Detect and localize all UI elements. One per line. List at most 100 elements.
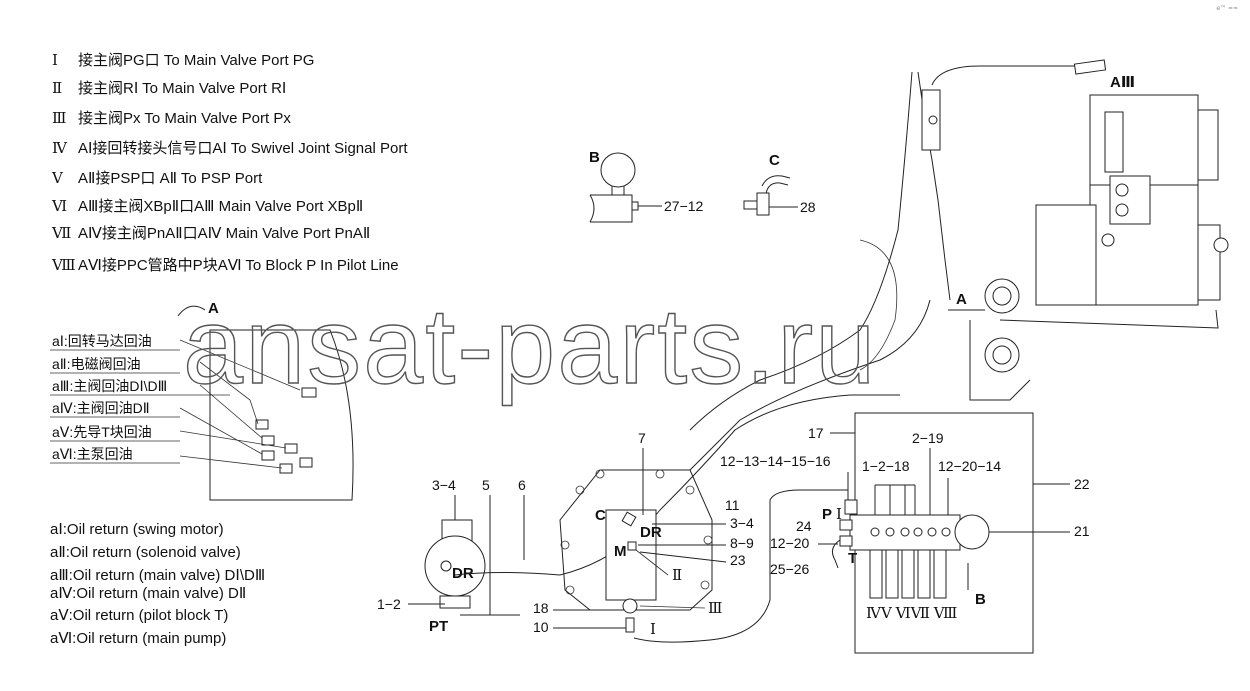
flange-bolt [595,469,605,479]
tank-fittings [255,387,317,474]
corner-logo: e™ ≈≈ [1216,5,1238,12]
flange-bolt [655,469,665,479]
accumulator [954,514,990,550]
manifold-port [913,527,923,537]
fitting [284,443,298,454]
callout-23: 23 [730,552,746,568]
valve-plug [1115,183,1129,197]
callout-28: 28 [800,199,816,215]
return-label-3: aⅢ:Oil return (main valve) DⅠ\DⅢ [50,567,265,584]
gauge-stem [611,186,625,195]
port-text: 接主阀RⅠ To Main Valve Port RⅠ [78,80,286,97]
callout-11: 11 [725,497,740,513]
pump-base [439,595,471,609]
gauge-shape [600,152,636,188]
flange-bolt [700,580,710,590]
motor-port [622,598,638,614]
t-label: T [848,550,857,567]
legend-port-row: Ⅲ 接主阀Px To Main Valve Port Px [52,110,291,127]
block-romans: ⅣⅤ ⅥⅦ Ⅷ [866,606,957,622]
hose-tail [917,549,931,599]
callout-8-9: 8−9 [730,535,754,551]
return-label-6: aⅥ:Oil return (main pump) [50,630,226,647]
roman-numeral: Ⅳ [52,141,68,157]
roman-iii-label: Ⅲ [708,601,722,617]
m-label: M [614,543,627,560]
port-text: AⅡ接PSP口 AⅡ To PSP Port [78,170,263,187]
manifold-port [900,527,910,537]
detail-a-labels: aⅠ:回转马达回油 aⅡ:电磁阀回油 aⅢ:主阀回油DⅠ\DⅢ aⅣ:主阀回油D… [50,333,230,464]
view-b-label: B [589,149,600,166]
fitting [255,419,269,430]
c-main-label: C [595,507,606,524]
callout-17: 17 [808,425,824,441]
legend-return: aⅠ:Oil return (swing motor) aⅡ:Oil retur… [50,521,265,647]
fitting [261,450,275,461]
valve-spool [1104,111,1124,173]
roman-i-small: Ⅰ [836,507,842,523]
a-main-label: A [956,291,967,308]
fitting-body [756,192,770,216]
port-fitting [839,519,853,531]
tank-outline [209,329,354,501]
leader-line [639,605,706,609]
main-valve-assembly: AⅢ A [689,59,1229,431]
callout-12-20: 12−20 [770,535,810,551]
motor-fitting [627,541,637,551]
callout-1-2-18: 1−2−18 [862,458,910,474]
motor-flange [559,469,713,611]
valve-cap [1197,109,1219,181]
valve-housing [1035,204,1097,306]
manifold-port [941,527,951,537]
pipe-drop [969,320,1031,401]
roman-numeral: Ⅱ [52,81,62,97]
legend-port-row: Ⅴ AⅡ接PSP口 AⅡ To PSP Port [51,170,263,187]
port-text: AⅣ接主阀PnAⅡ口AⅣ Main Valve Port PnAⅡ [78,225,370,242]
watermark: ansat-parts.ru [183,285,877,406]
port-plug [631,201,639,211]
return-label-2: aⅡ:Oil return (solenoid valve) [50,544,241,561]
detail-a-label-4: aⅣ:主阀回油DⅡ [52,400,150,416]
flange-bolt [565,585,575,595]
tank-arc [859,239,898,371]
detail-leader-lines [179,339,301,469]
port-text: AⅠ接回转接头信号口AⅠ To Swivel Joint Signal Port [78,140,408,157]
view-c-label: C [769,152,780,169]
valve-plug [1101,233,1115,247]
detail-a-label-3: aⅢ:主阀回油DⅠ\DⅢ [52,378,167,394]
filter-upper-inner [992,286,1012,306]
port-text: AⅢ接主阀XBpⅡ口AⅢ Main Valve Port XBpⅡ [78,198,363,215]
hose-tail [933,549,947,599]
callout-7: 7 [638,430,646,446]
detail-a-label-5: aⅤ:先导T块回油 [52,424,152,440]
clamp-bolt [928,115,938,125]
dr-motor-label: DR [640,524,662,541]
legend-port-row: Ⅰ 接主阀PG口 To Main Valve Port PG [52,52,314,69]
pipe-end [1073,59,1107,75]
filter-lower-inner [992,345,1012,365]
hose-tail [901,549,915,599]
roman-numeral: Ⅷ [51,258,76,274]
leader-lines [874,484,916,525]
drain-hose [454,394,900,576]
view-b: B 27−12 [589,149,704,223]
view-c: C 28 [743,152,816,216]
roman-numeral: Ⅲ [52,111,66,127]
leader-line [635,549,669,576]
callout-2-19: 2−19 [912,430,944,446]
motor-fitting [621,511,637,527]
callout-1-2: 1−2 [377,596,401,612]
bracket-line [999,309,1219,329]
pilot-block-assembly: 17 2−19 12−13−14−15−16 1−2−18 12−20−14 2… [720,412,1090,654]
callout-3-4b: 3−4 [730,515,754,531]
detail-a-label-2: aⅡ:电磁阀回油 [52,356,141,372]
callout-18: 18 [533,600,549,616]
pt-label: PT [429,618,448,635]
pump-port [440,560,452,572]
legend-port-row: Ⅳ AⅠ接回转接头信号口AⅠ To Swivel Joint Signal Po… [52,140,408,157]
detail-a-label-6: aⅥ:主泵回油 [52,446,133,462]
callout-3-4: 3−4 [432,477,456,493]
leader-line [639,551,727,563]
legend-port-row: Ⅶ AⅣ接主阀PnAⅡ口AⅣ Main Valve Port PnAⅡ [51,225,370,242]
dr-pump-label: DR [452,565,474,582]
